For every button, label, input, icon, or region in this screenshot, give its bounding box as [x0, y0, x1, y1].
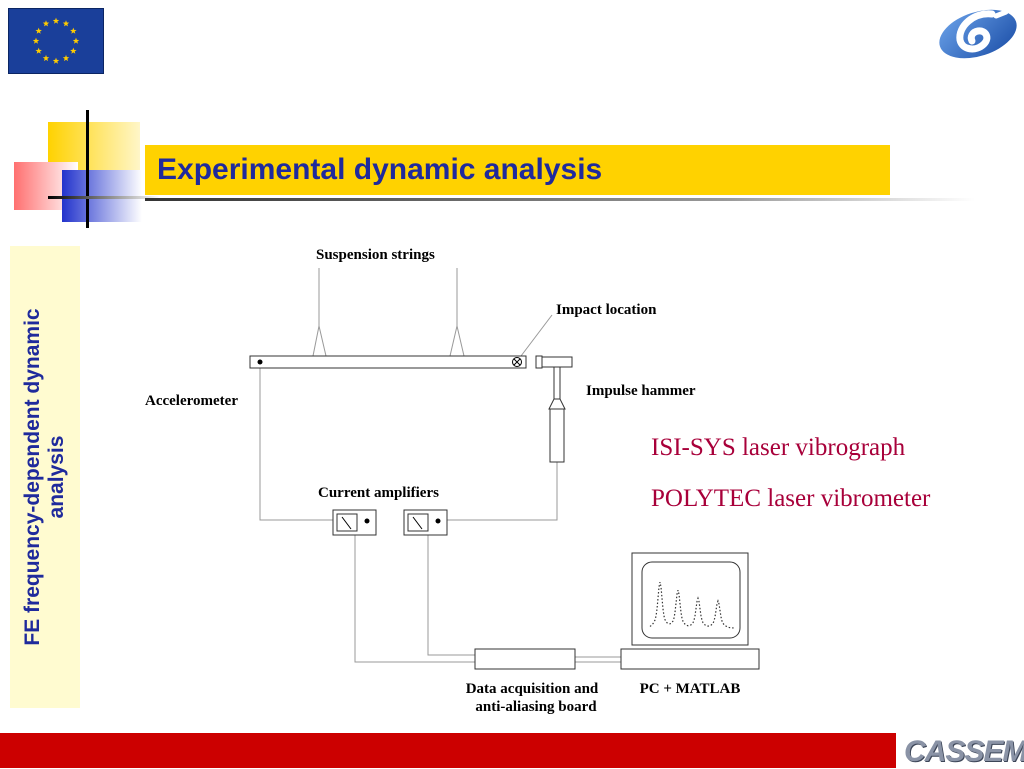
accelerometer-dot: [257, 359, 263, 365]
footer-bar: [0, 733, 896, 768]
title-bar: [145, 145, 890, 195]
current-amplifier-1: [332, 509, 377, 536]
title-underline: [145, 198, 975, 201]
eu-star: [52, 57, 60, 64]
label-daq-line-1: Data acquisition and: [466, 681, 599, 697]
eu-star: [42, 20, 50, 27]
eu-star: [32, 37, 40, 44]
eu-star: [35, 47, 42, 54]
label-suspension-strings: Suspension strings: [316, 247, 435, 263]
accelerometer-cable: [259, 366, 333, 521]
sidebar-panel: [10, 246, 80, 708]
instrument-vibrograph: ISI-SYS laser vibrograph: [651, 434, 906, 461]
eu-star: [42, 54, 50, 62]
eu-star: [62, 54, 70, 62]
test-beam: [249, 355, 527, 369]
daq-board: [474, 648, 576, 670]
label-impulse-hammer: Impulse hammer: [586, 383, 696, 399]
eu-star: [72, 37, 80, 44]
impact-pointer: [520, 314, 553, 357]
eu-star: [62, 20, 70, 27]
current-amplifier-2: [403, 509, 448, 536]
label-daq-line-2: anti-aliasing board: [475, 699, 597, 715]
eu-star: [35, 27, 42, 34]
label-impact-location: Impact location: [556, 302, 657, 318]
page-title: Experimental dynamic analysis: [157, 153, 603, 186]
label-pc: PC + MATLAB: [640, 681, 741, 697]
eu-star: [70, 27, 77, 34]
impulse-hammer-icon: [535, 355, 573, 463]
hammer-cable: [447, 462, 558, 521]
impact-location-icon: [512, 357, 522, 367]
footer-logo-area: [896, 733, 1024, 768]
eu-flag-logo: [8, 8, 104, 74]
amp1-daq-cable: [354, 535, 475, 663]
spectrum-curve: [649, 581, 735, 629]
eu-star: [70, 47, 77, 54]
fp6-logo: [939, 9, 1017, 59]
pc-monitor-icon: [620, 552, 760, 670]
pc-base: [620, 648, 760, 670]
label-current-amplifiers: Current amplifiers: [318, 485, 439, 501]
cassem-logo: CASSEM: [904, 735, 1024, 768]
label-accelerometer: Accelerometer: [145, 393, 238, 409]
eu-stars-icon: [32, 17, 80, 64]
eu-star: [52, 17, 60, 24]
amp2-daq-cable: [427, 535, 475, 656]
instrument-vibrometer: POLYTEC laser vibrometer: [651, 485, 931, 512]
decorative-squares: [14, 110, 160, 228]
